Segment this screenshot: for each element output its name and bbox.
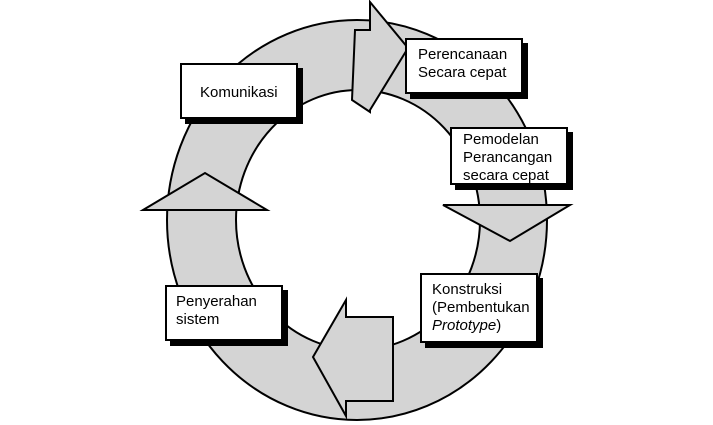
- node-konstruksi-label-prototype: Prototype: [432, 317, 497, 334]
- node-perencanaan-label-1: Perencanaan: [418, 46, 508, 63]
- arrow-konstruksi-to-penyerahan: [311, 296, 394, 420]
- node-pemodelan-label-3: secara cepat: [463, 167, 549, 184]
- node-pemodelan-label-2: Perancangan: [463, 149, 553, 166]
- node-penyerahan: Penyerahan sistem: [165, 285, 283, 341]
- node-konstruksi-label-2: (Pembentukan: [432, 299, 530, 316]
- node-perencanaan: Perencanaan Secara cepat: [405, 38, 523, 94]
- node-penyerahan-label-2: sistem: [176, 311, 220, 328]
- arrow-penyerahan-to-komunikasi: [139, 171, 271, 211]
- node-pemodelan-label-1: Pemodelan: [463, 131, 539, 148]
- node-konstruksi-label-close-paren: ): [496, 317, 502, 334]
- arrow-komunikasi-to-perencanaan: [350, 0, 410, 114]
- arrow-pemodelan-to-konstruksi: [442, 204, 574, 243]
- node-perencanaan-label-2: Secara cepat: [418, 64, 507, 81]
- node-konstruksi: Konstruksi (Pembentukan Prototype): [420, 273, 538, 343]
- node-konstruksi-label-1: Konstruksi: [432, 281, 503, 298]
- node-pemodelan: Pemodelan Perancangan secara cepat: [450, 127, 568, 185]
- node-konstruksi-label-3: Prototype): [432, 317, 536, 335]
- node-komunikasi-label: Komunikasi: [200, 84, 278, 101]
- node-penyerahan-label-1: Penyerahan: [176, 293, 257, 310]
- node-komunikasi: Komunikasi: [180, 63, 298, 119]
